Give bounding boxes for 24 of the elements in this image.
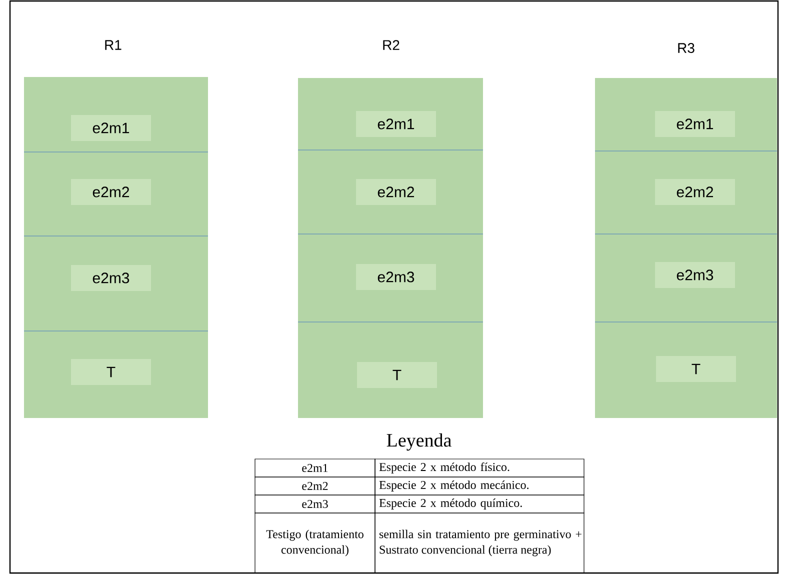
table-cell: Testigo (tratamiento convencional) <box>254 512 376 574</box>
plot-label: e2m1 <box>655 111 735 137</box>
legend-title: Leyenda <box>386 433 452 451</box>
table-cell: semilla sin tratamiento pre germinativo + Sustrato convencional (tierra negra) <box>374 512 584 574</box>
node-label: R1 <box>105 40 122 50</box>
plot-label: e2m3 <box>71 265 151 291</box>
plot-label: T <box>357 362 437 388</box>
node-label: R3 <box>678 43 694 53</box>
table-cell: e2m3 <box>254 494 376 514</box>
plot-label: e2m3 <box>655 262 735 288</box>
table-cell: Especie 2 x método químico. <box>374 494 584 514</box>
plot-label: e2m2 <box>655 179 735 205</box>
table-cell: e2m2 <box>254 476 376 496</box>
plot-label: e2m2 <box>356 179 436 205</box>
plot-label: e2m1 <box>71 115 151 141</box>
plot-label: e2m2 <box>71 179 151 205</box>
table-cell: e2m1 <box>254 458 376 478</box>
node-label: R2 <box>383 40 400 50</box>
table-cell: Especie 2 x método mecánico. <box>374 476 584 496</box>
plot-label: e2m3 <box>356 264 436 290</box>
plot-label: e2m1 <box>356 111 436 137</box>
table-cell: Especie 2 x método físico. <box>374 458 584 478</box>
plot-label: T <box>71 359 151 385</box>
plot-label: T <box>656 356 736 382</box>
